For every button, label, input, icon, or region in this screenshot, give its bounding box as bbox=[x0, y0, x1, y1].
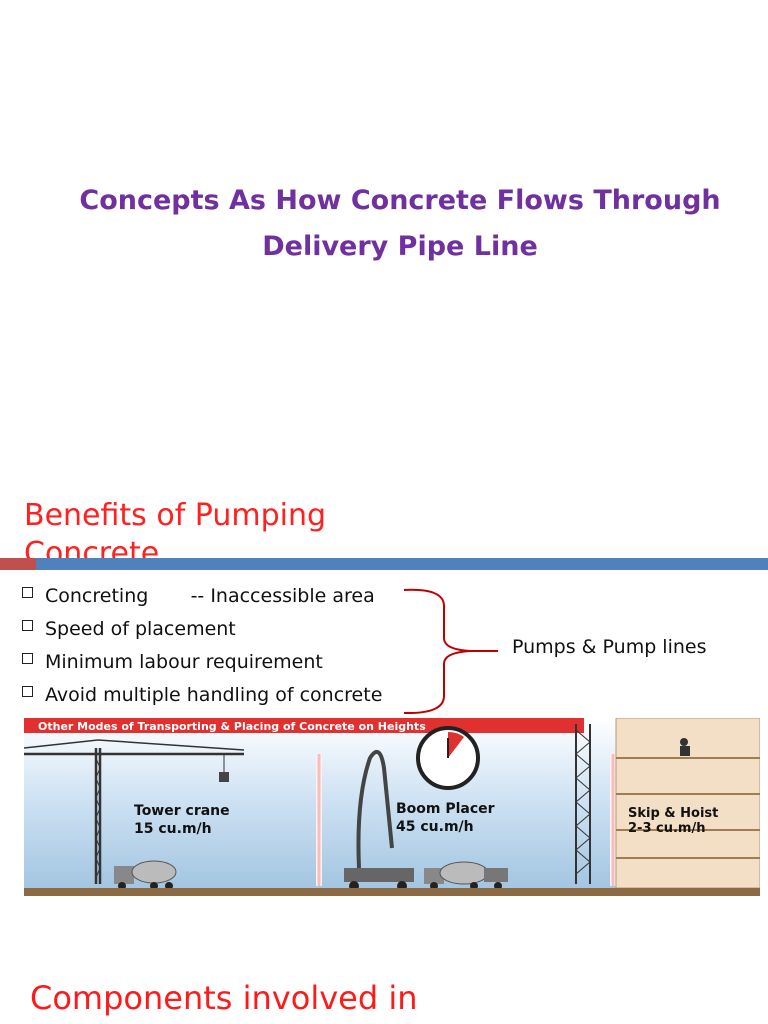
boom-placer-icon bbox=[344, 749, 414, 891]
components-heading: Components involved in bbox=[30, 979, 418, 1017]
tower-crane-label: Tower crane bbox=[134, 803, 230, 819]
list-item-text: Avoid multiple handling of concrete bbox=[45, 684, 383, 706]
list-item: Avoid multiple handling of concrete bbox=[22, 679, 382, 712]
square-bullet-icon bbox=[22, 620, 33, 631]
building-icon bbox=[615, 718, 760, 889]
height-marker bbox=[610, 754, 616, 886]
skip-hoist-rate: 2-3 cu.m/h bbox=[628, 821, 705, 836]
tower-crane-icon bbox=[24, 739, 245, 884]
list-item-text: Concreting -- Inaccessible area bbox=[45, 585, 375, 607]
boom-placer-rate: 45 cu.m/h bbox=[396, 819, 474, 835]
list-item-text: Speed of placement bbox=[45, 618, 236, 640]
curly-brace-icon bbox=[403, 588, 498, 715]
hoist-tower-icon bbox=[575, 724, 591, 884]
slide-title: Concepts As How Concrete Flows Through D… bbox=[60, 178, 740, 270]
mixer-truck-icon bbox=[114, 860, 177, 890]
list-item: Speed of placement bbox=[22, 613, 382, 646]
brace-label: Pumps & Pump lines bbox=[512, 636, 707, 658]
divider-red bbox=[0, 558, 36, 570]
height-marker bbox=[316, 754, 322, 886]
ground bbox=[24, 888, 760, 896]
list-item-text: Minimum labour requirement bbox=[45, 651, 323, 673]
banner-text: Other Modes of Transporting & Placing of… bbox=[38, 720, 426, 733]
clock-icon bbox=[416, 726, 480, 790]
slide-title-line-1: Concepts As How Concrete Flows Through bbox=[79, 185, 721, 216]
benefits-list: Concreting -- Inaccessible area Speed of… bbox=[22, 580, 382, 712]
square-bullet-icon bbox=[22, 686, 33, 697]
boom-placer-label: Boom Placer bbox=[396, 801, 495, 817]
square-bullet-icon bbox=[22, 587, 33, 598]
tower-crane-rate: 15 cu.m/h bbox=[134, 821, 212, 837]
mixer-truck-icon bbox=[424, 861, 508, 890]
square-bullet-icon bbox=[22, 653, 33, 664]
skip-hoist-label: Skip & Hoist bbox=[628, 806, 718, 821]
transport-modes-illustration: Other Modes of Transporting & Placing of… bbox=[24, 718, 760, 896]
list-item: Minimum labour requirement bbox=[22, 646, 382, 679]
slide-title-line-2: Delivery Pipe Line bbox=[262, 231, 538, 262]
benefits-heading: Benefits of Pumping Concrete bbox=[24, 498, 327, 571]
divider-blue bbox=[36, 558, 768, 570]
list-item: Concreting -- Inaccessible area bbox=[22, 580, 382, 613]
